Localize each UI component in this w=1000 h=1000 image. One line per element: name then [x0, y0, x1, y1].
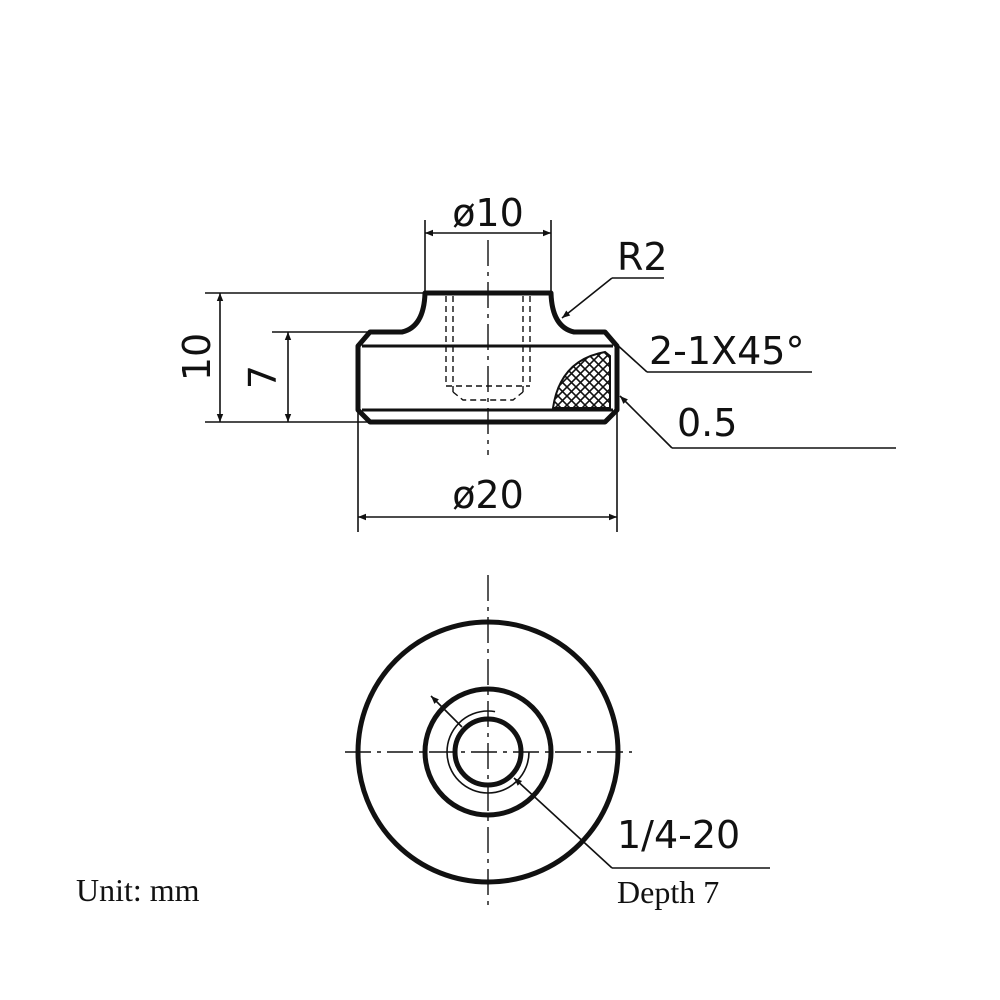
- dim-base-diameter: ø20: [357, 410, 618, 532]
- hidden-thread-hole: [445, 296, 531, 401]
- dim-base-height: 7: [241, 331, 370, 422]
- dim-radius: R2: [561, 235, 668, 319]
- knurl-depth-label: 0.5: [677, 401, 737, 445]
- total-height-label: 10: [175, 333, 219, 381]
- middle-circle: [422, 686, 554, 818]
- radius-label: R2: [617, 235, 668, 279]
- top-diameter-label: ø10: [452, 191, 524, 235]
- thread-depth-label: Depth 7: [617, 874, 719, 910]
- chamfer-label: 2-1X45°: [649, 329, 804, 373]
- base-height-label: 7: [241, 365, 285, 389]
- dim-chamfer: 2-1X45°: [613, 329, 812, 373]
- thread-spec-label: 1/4-20: [617, 813, 740, 857]
- side-profile-outline: [355, 290, 620, 425]
- dim-total-height: 10: [175, 292, 425, 423]
- dim-knurl-depth: 0.5: [619, 395, 896, 449]
- side-view: [355, 240, 620, 455]
- top-view: [345, 575, 632, 905]
- dim-thread: 1/4-20 Depth 7: [430, 695, 770, 910]
- knurl-hatch: [551, 350, 611, 409]
- dim-top-diameter: ø10: [424, 191, 552, 293]
- unit-note: Unit: mm: [76, 872, 200, 908]
- base-diameter-label: ø20: [452, 473, 524, 517]
